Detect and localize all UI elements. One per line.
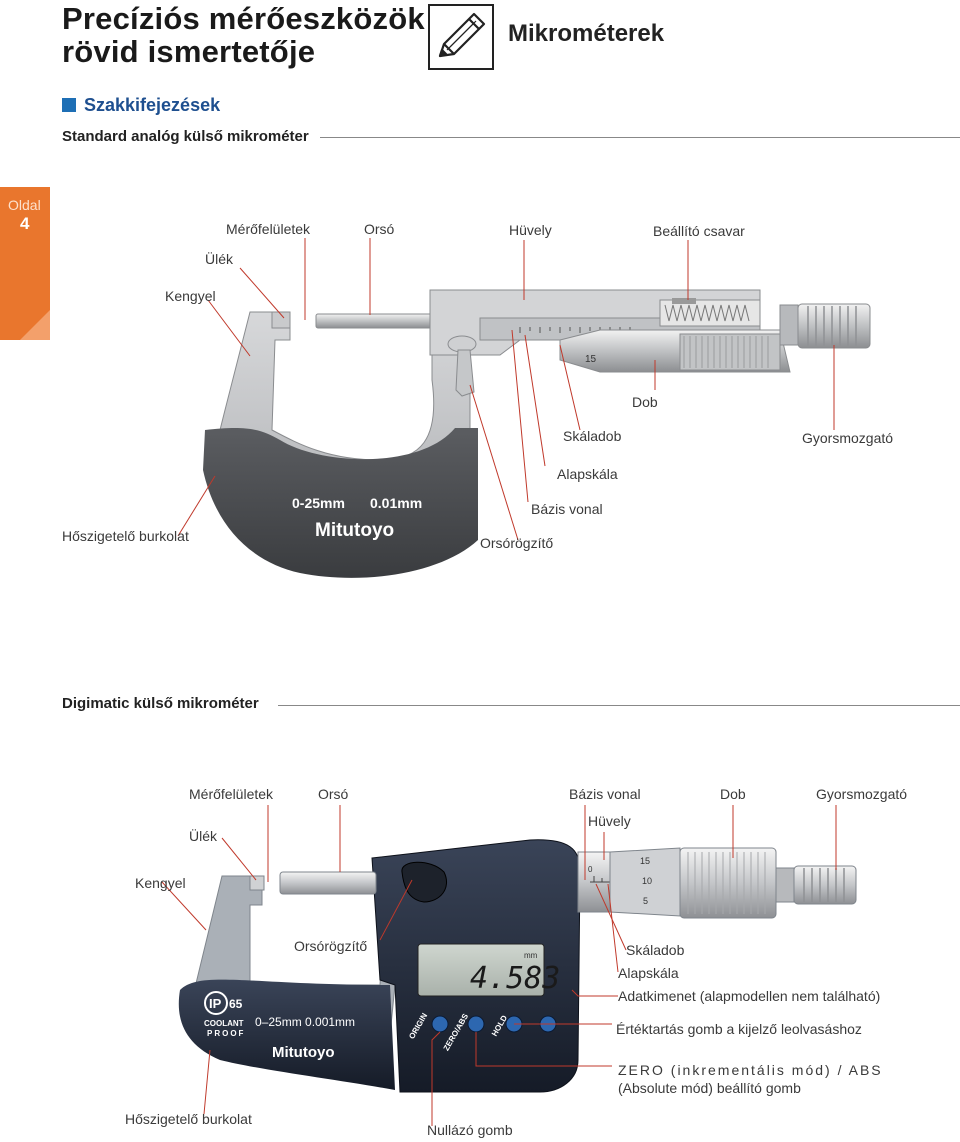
- analog-brand-text: Mitutoyo: [315, 520, 394, 541]
- d-label-huvely: Hüvely: [588, 813, 631, 829]
- bullet-square-icon: [62, 98, 76, 112]
- page-title: Precíziós mérőeszközök rövid ismertetője: [62, 2, 425, 68]
- proof-text: PROOF: [207, 1029, 245, 1038]
- thimble-number-15: 15: [640, 856, 650, 866]
- sleeve-number-0: 0: [588, 865, 593, 874]
- section-title: Mikrométerek: [508, 20, 665, 47]
- label-huvely: Hüvely: [509, 222, 552, 238]
- d-label-alapskala: Alapskála: [618, 965, 679, 981]
- d-label-gyorsmozgato: Gyorsmozgató: [816, 786, 908, 802]
- divider: [278, 705, 960, 706]
- label-orsorogzito: Orsórögzítő: [480, 535, 554, 551]
- spec-text: 0–25mm 0.001mm: [255, 1015, 355, 1029]
- label-dob: Dob: [632, 394, 658, 410]
- display-value: 4.583: [470, 961, 560, 996]
- analog-thimble-number: 15: [585, 354, 597, 365]
- d-label-merofeluletek: Mérőfelületek: [189, 786, 274, 802]
- label-merofeluletek: Mérőfelületek: [226, 221, 311, 237]
- analog-resolution-text: 0.01mm: [370, 495, 422, 511]
- d-label-orsorogzito: Orsórögzítő: [294, 938, 368, 954]
- d-label-orso: Orsó: [318, 786, 349, 802]
- title-line-2: rövid ismertetője: [62, 34, 316, 69]
- page-tab-label: Oldal: [8, 197, 41, 213]
- label-hoszigetelo-burkolat: Hőszigetelő burkolat: [62, 528, 189, 544]
- page-tab: Oldal 4: [0, 187, 50, 340]
- d-label-ulek: Ülék: [189, 828, 218, 844]
- label-alapskala: Alapskála: [557, 466, 618, 482]
- label-gyorsmozgato: Gyorsmozgató: [802, 430, 894, 446]
- digital-micrometer-illustration: 4.583 mm ORIGIN ZERO/ABS HOLD IP 65 COOL…: [161, 805, 857, 1126]
- thimble-number-5: 5: [643, 896, 648, 906]
- d-label-bazis-vonal: Bázis vonal: [569, 786, 641, 802]
- display-unit: mm: [524, 951, 538, 960]
- d-label-kengyel: Kengyel: [135, 875, 186, 891]
- page-number: 4: [20, 214, 30, 233]
- d-label-nullazo-gomb: Nullázó gomb: [427, 1122, 513, 1138]
- d-label-zero-abs-line1: ZERO (inkrementális mód) / ABS: [618, 1062, 883, 1078]
- title-line-1: Precíziós mérőeszközök: [62, 1, 425, 36]
- d-label-adatkimenet: Adatkimenet (alapmodellen nem található): [618, 988, 881, 1004]
- d-label-hoszigetelo-burkolat: Hőszigetelő burkolat: [125, 1111, 252, 1127]
- analog-range-text: 0-25mm: [292, 495, 345, 511]
- subheading: Szakkifejezések: [84, 95, 221, 115]
- digital-brand-text: Mitutoyo: [272, 1044, 334, 1061]
- label-orso: Orsó: [364, 221, 395, 237]
- label-bazis-vonal: Bázis vonal: [531, 501, 603, 517]
- label-ulek: Ülék: [205, 251, 234, 267]
- label-beallito-csavar: Beállító csavar: [653, 223, 745, 239]
- pencil-icon: [428, 4, 494, 70]
- analog-heading: Standard analóg külső mikrométer: [62, 128, 309, 145]
- label-kengyel: Kengyel: [165, 288, 216, 304]
- d-label-dob: Dob: [720, 786, 746, 802]
- analog-micrometer-illustration: 0-25mm 0.01mm Mitutoyo 15: [177, 238, 871, 578]
- divider: [320, 137, 960, 138]
- d-label-zero-abs-line2: (Absolute mód) beállító gomb: [618, 1080, 801, 1096]
- ip-text: IP: [209, 996, 222, 1011]
- label-skaladob: Skáladob: [563, 428, 622, 444]
- ip-number-text: 65: [229, 997, 243, 1011]
- thimble-number-10: 10: [642, 876, 652, 886]
- d-label-ertektartas-gomb: Értéktartás gomb a kijelző leolvasáshoz: [616, 1021, 862, 1037]
- digital-heading: Digimatic külső mikrométer: [62, 695, 259, 712]
- coolant-text: COOLANT: [204, 1019, 244, 1028]
- d-label-skaladob: Skáladob: [626, 942, 685, 958]
